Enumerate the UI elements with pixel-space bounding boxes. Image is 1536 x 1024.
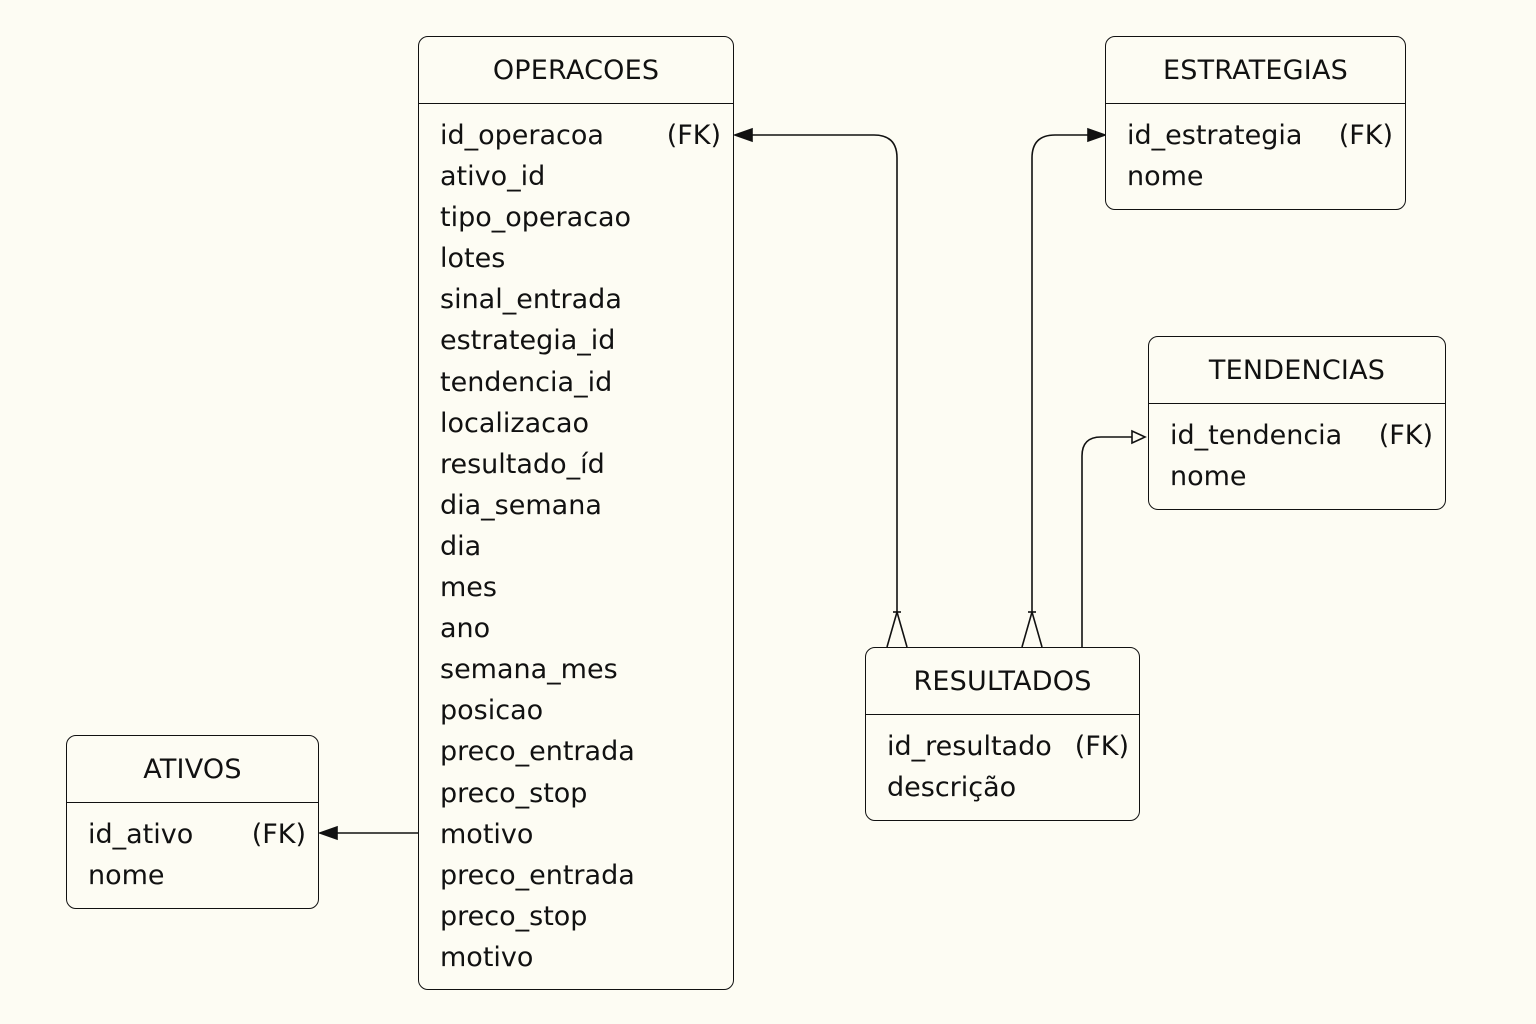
relationship-operacoes-ativos <box>317 825 418 841</box>
attribute-name: descrição <box>887 772 1017 804</box>
entity-title: ESTRATEGIAS <box>1106 37 1405 104</box>
attribute-row[interactable]: motivo <box>419 937 733 978</box>
attribute-row[interactable]: nome <box>1149 456 1445 497</box>
foreign-key-label: (FK) <box>1378 420 1433 451</box>
filled-arrowhead <box>1087 127 1108 143</box>
open-arrowhead <box>1131 429 1147 445</box>
attribute-name: ano <box>440 613 491 645</box>
attribute-row[interactable]: id_ativo (FK) <box>67 814 318 855</box>
crow-foot-marker <box>886 609 908 648</box>
attribute-name: preco_stop <box>440 900 588 932</box>
attribute-name: estrategia_id <box>440 325 616 357</box>
attribute-list: id_ativo (FK) nome <box>67 803 318 896</box>
attribute-name: semana_mes <box>440 654 618 686</box>
attribute-row[interactable]: tendencia_id <box>419 362 733 403</box>
attribute-name: preco_entrada <box>440 736 635 768</box>
attribute-row[interactable]: id_tendencia (FK) <box>1149 415 1445 456</box>
attribute-row[interactable]: preco_stop <box>419 773 733 814</box>
attribute-row[interactable]: estrategia_id <box>419 320 733 361</box>
attribute-name: resultado_íd <box>440 448 605 480</box>
attribute-row[interactable]: nome <box>67 855 318 896</box>
attribute-name: dia_semana <box>440 489 602 521</box>
attribute-name: posicao <box>440 695 544 727</box>
foreign-key-label: (FK) <box>251 819 306 850</box>
entity-tendencias[interactable]: TENDENCIAS id_tendencia (FK) nome <box>1148 336 1446 510</box>
attribute-name: id_ativo <box>88 819 194 850</box>
crow-foot-marker <box>1021 609 1043 648</box>
attribute-name: id_estrategia <box>1127 120 1303 151</box>
attribute-row[interactable]: preco_entrada <box>419 855 733 896</box>
entity-operacoes[interactable]: OPERACOES id_operacoa (FK) ativo_id tipo_… <box>418 36 734 990</box>
attribute-row[interactable]: dia <box>419 526 733 567</box>
attribute-name: mes <box>440 572 497 604</box>
entity-ativos[interactable]: ATIVOS id_ativo (FK) nome <box>66 735 319 909</box>
attribute-row[interactable]: preco_entrada <box>419 731 733 772</box>
attribute-row[interactable]: lotes <box>419 238 733 279</box>
attribute-name: motivo <box>440 941 534 973</box>
entity-estrategias[interactable]: ESTRATEGIAS id_estrategia (FK) nome <box>1105 36 1406 210</box>
relationship-resultados-estrategias <box>1021 127 1108 648</box>
attribute-list: id_operacoa (FK) ativo_id tipo_operacao l… <box>419 104 733 978</box>
attribute-row[interactable]: sinal_entrada <box>419 279 733 320</box>
connector-line <box>1031 134 1088 612</box>
attribute-row[interactable]: ano <box>419 608 733 649</box>
attribute-name: dia <box>440 530 482 562</box>
attribute-row[interactable]: motivo <box>419 814 733 855</box>
attribute-name: nome <box>88 860 165 892</box>
attribute-list: id_resultado (FK) descrição <box>866 715 1139 808</box>
filled-arrowhead <box>317 825 338 841</box>
attribute-name: preco_entrada <box>440 859 635 891</box>
connector-line <box>1081 436 1132 647</box>
attribute-list: id_tendencia (FK) nome <box>1149 404 1445 497</box>
connector-line <box>750 134 898 612</box>
attribute-name: nome <box>1170 461 1247 493</box>
attribute-name: id_resultado <box>887 731 1052 762</box>
foreign-key-label: (FK) <box>1074 731 1129 762</box>
filled-arrowhead <box>732 127 753 143</box>
relationship-resultados-operacoes <box>732 127 908 648</box>
attribute-row[interactable]: tipo_operacao <box>419 197 733 238</box>
attribute-name: id_tendencia <box>1170 420 1343 451</box>
attribute-name: id_operacoa <box>440 120 604 151</box>
foreign-key-label: (FK) <box>1338 120 1393 151</box>
attribute-row[interactable]: id_estrategia (FK) <box>1106 115 1405 156</box>
relationship-resultados-tendencias <box>1081 429 1147 647</box>
attribute-row[interactable]: posicao <box>419 690 733 731</box>
attribute-name: sinal_entrada <box>440 284 622 316</box>
entity-title: ATIVOS <box>67 736 318 803</box>
foreign-key-label: (FK) <box>666 120 721 151</box>
attribute-row[interactable]: semana_mes <box>419 649 733 690</box>
attribute-row[interactable]: nome <box>1106 156 1405 197</box>
attribute-row[interactable]: id_resultado (FK) <box>866 726 1139 767</box>
attribute-name: tendencia_id <box>440 366 613 398</box>
attribute-name: tipo_operacao <box>440 202 632 234</box>
attribute-row[interactable]: localizacao <box>419 403 733 444</box>
attribute-name: motivo <box>440 818 534 850</box>
entity-resultados[interactable]: RESULTADOS id_resultado (FK) descrição <box>865 647 1140 821</box>
entity-title: TENDENCIAS <box>1149 337 1445 404</box>
attribute-row[interactable]: id_operacoa (FK) <box>419 115 733 156</box>
attribute-list: id_estrategia (FK) nome <box>1106 104 1405 197</box>
entity-title: OPERACOES <box>419 37 733 104</box>
attribute-name: preco_stop <box>440 777 588 809</box>
attribute-name: localizacao <box>440 407 590 439</box>
entity-title: RESULTADOS <box>866 648 1139 715</box>
attribute-name: nome <box>1127 161 1204 193</box>
attribute-row[interactable]: resultado_íd <box>419 444 733 485</box>
attribute-row[interactable]: mes <box>419 567 733 608</box>
attribute-name: lotes <box>440 243 506 275</box>
attribute-row[interactable]: ativo_id <box>419 156 733 197</box>
attribute-row[interactable]: preco_stop <box>419 896 733 937</box>
attribute-row[interactable]: descrição <box>866 767 1139 808</box>
attribute-row[interactable]: dia_semana <box>419 485 733 526</box>
attribute-name: ativo_id <box>440 161 546 193</box>
